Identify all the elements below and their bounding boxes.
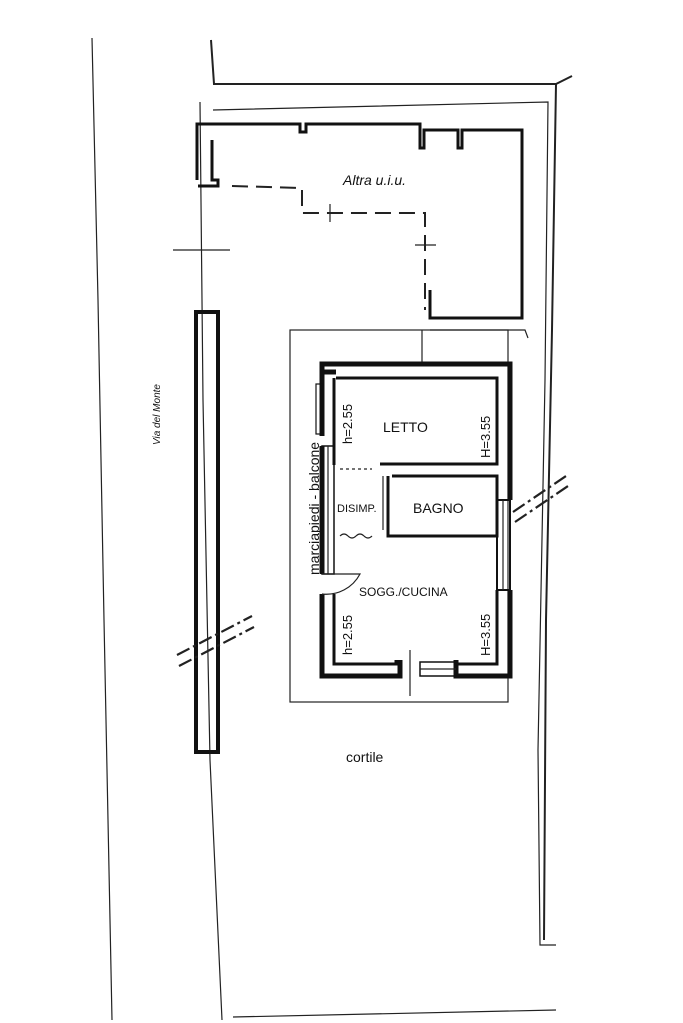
- unit-perimeter: [289, 329, 509, 703]
- other-unit-label: Altra u.i.u.: [342, 172, 406, 188]
- bedroom-height-left: h=2.55: [340, 404, 355, 444]
- other-unit-outline: [195, 122, 529, 339]
- bedroom-height-right: H=3.55: [478, 416, 493, 458]
- section-cut-lines: [176, 475, 569, 667]
- street-label: Via del Monte: [152, 384, 163, 445]
- living-kitchen-label: SOGG./CUCINA: [359, 585, 448, 599]
- courtyard-label: cortile: [346, 749, 384, 765]
- bathroom-label: BAGNO: [413, 500, 464, 516]
- apartment-walls: [315, 361, 513, 696]
- living-height-left: h=2.55: [340, 615, 355, 655]
- living-height-right: H=3.55: [478, 614, 493, 656]
- hall-label: DISIMP.: [337, 503, 377, 515]
- lot-boundary: [91, 37, 573, 1021]
- boundary-wall-strip: [194, 310, 220, 754]
- bedroom-label: LETTO: [383, 419, 428, 435]
- balcony-label: marciapiedi - balcone: [306, 442, 322, 575]
